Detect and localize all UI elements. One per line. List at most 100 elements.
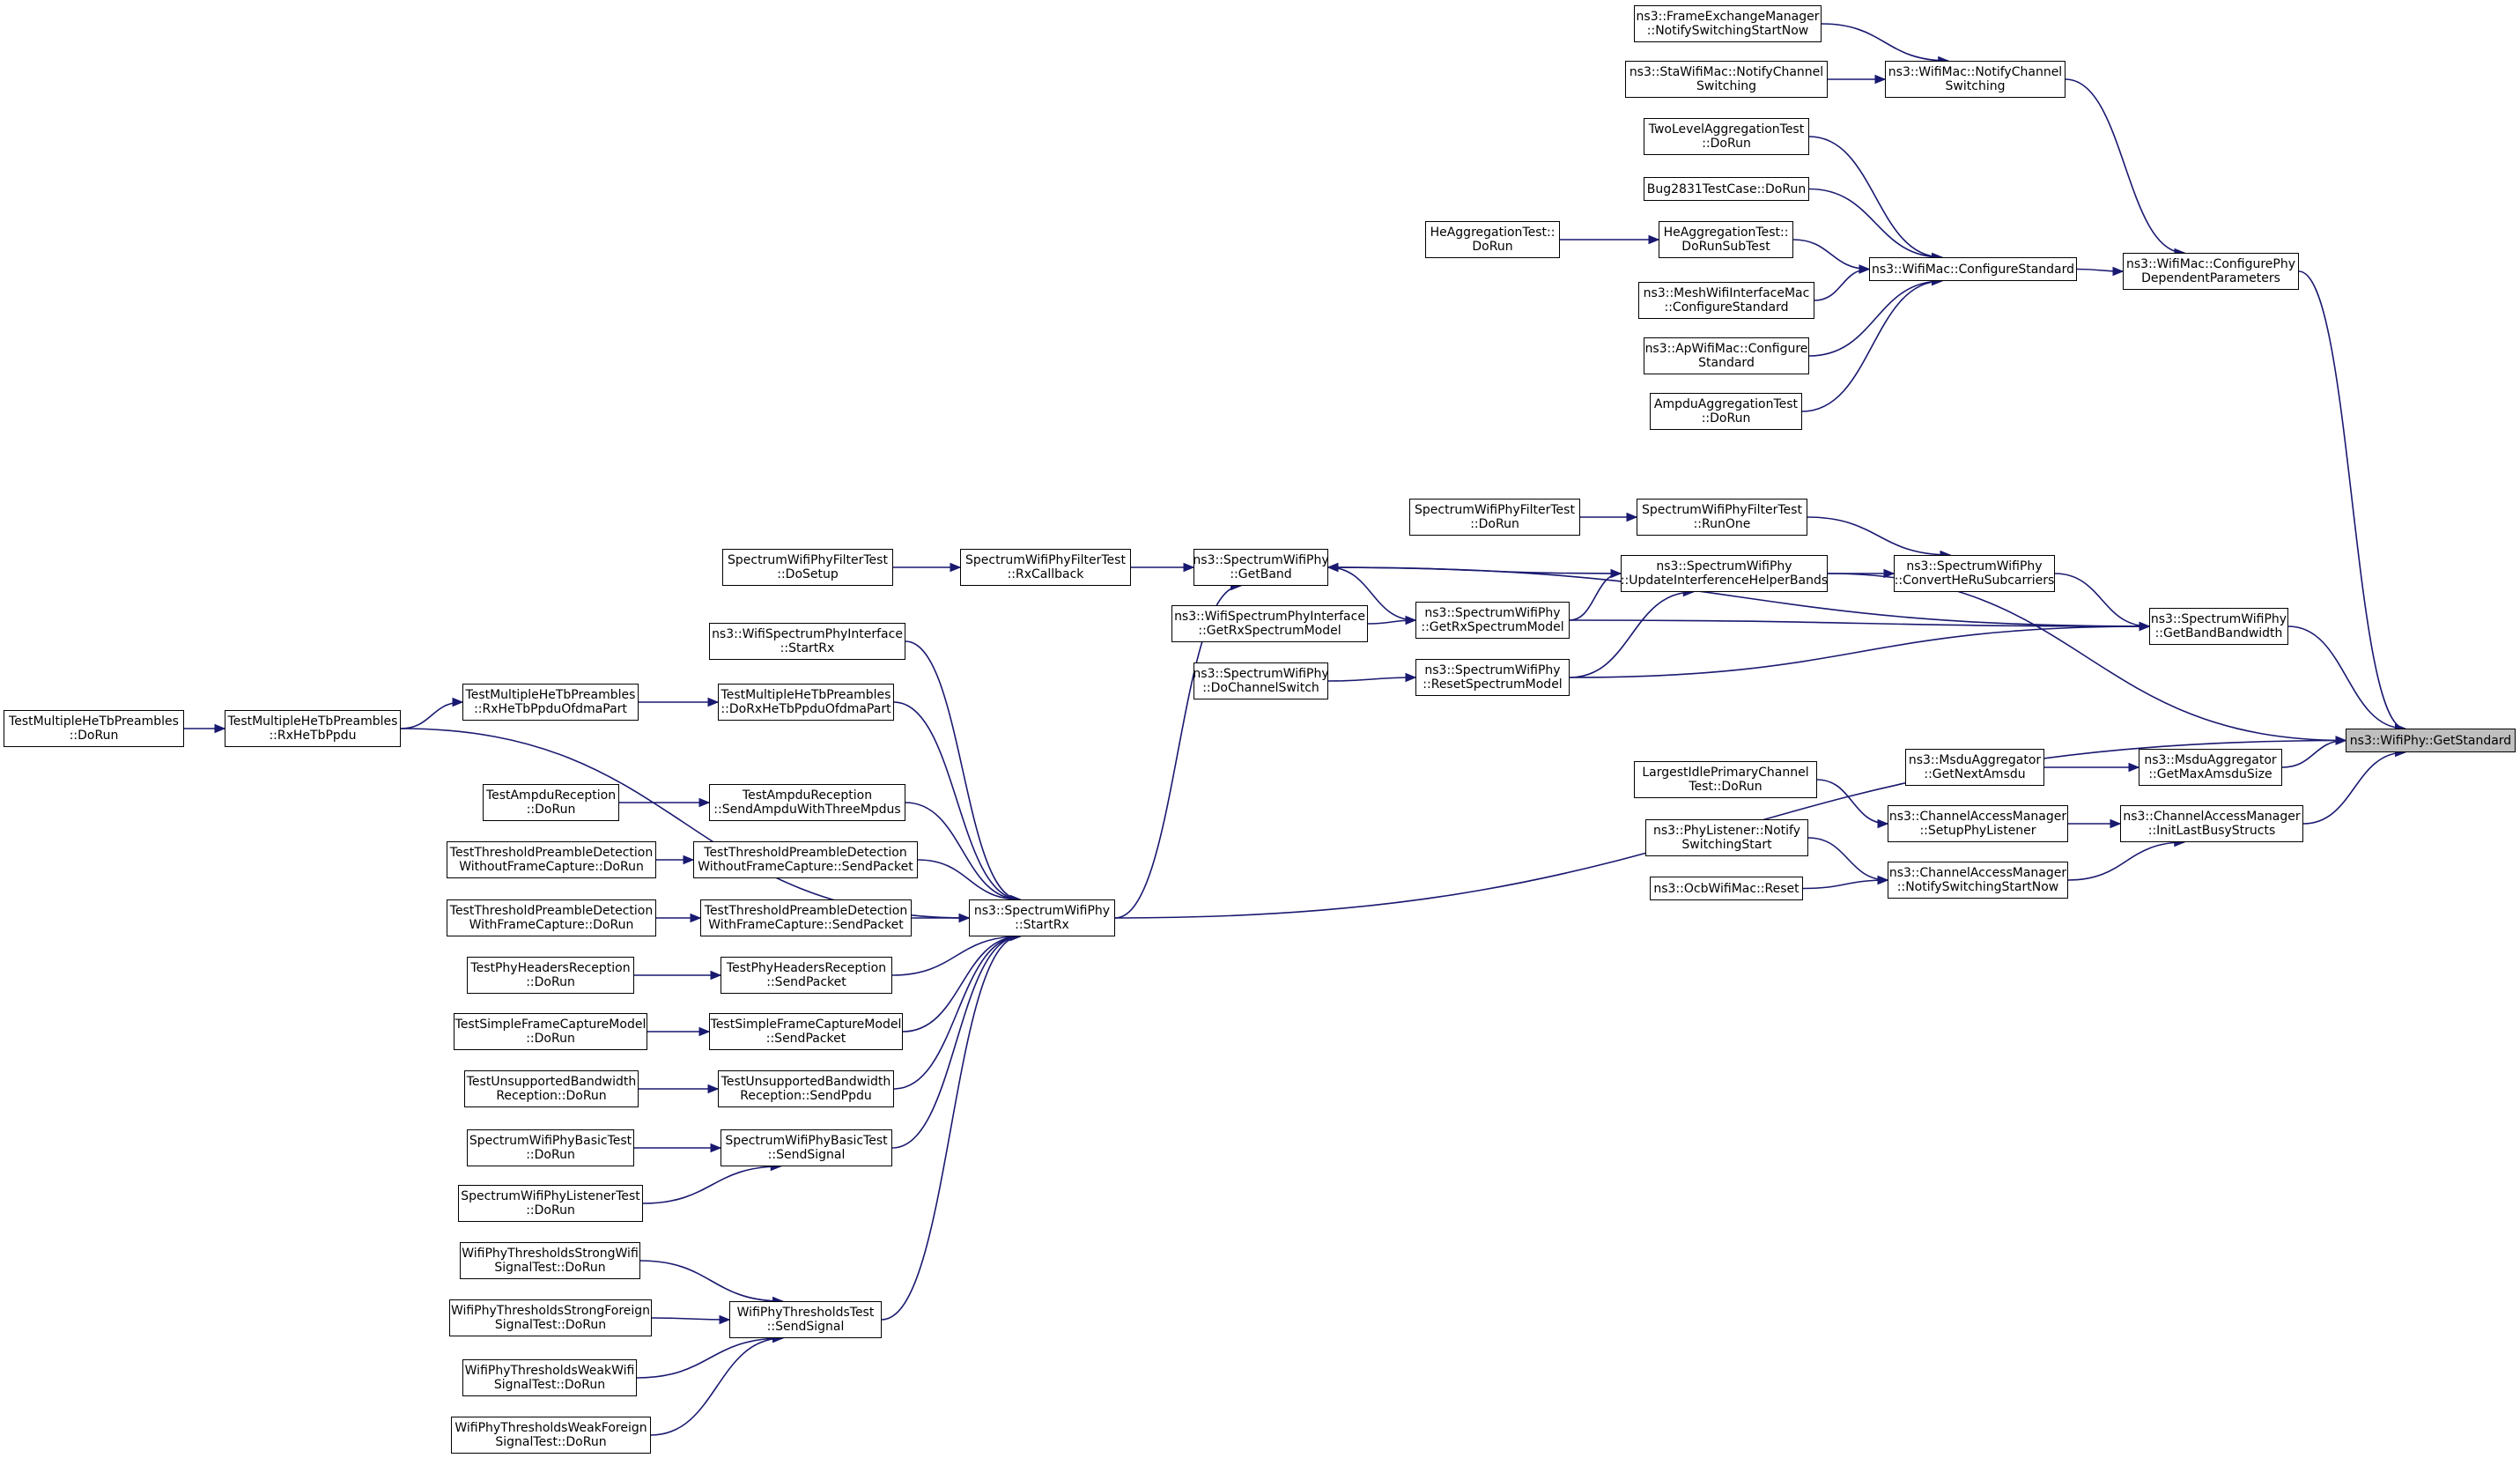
node-getrxspectrummodel[interactable]: ns3::SpectrumWifiPhy::GetRxSpectrumModel [1415, 602, 1570, 639]
node-phyheaderssend[interactable]: TestPhyHeadersReception::SendPacket [721, 957, 892, 994]
node-label-line: ::GetRxSpectrumModel [1421, 620, 1564, 634]
node-configurestandard[interactable]: ns3::WifiMac::ConfigureStandard [1869, 257, 2077, 281]
node-sendampdu[interactable]: TestAmpduReception::SendAmpduWithThreeMp… [709, 784, 905, 821]
node-filterrunone[interactable]: SpectrumWifiPhyFilterTest::RunOne [1637, 499, 1807, 536]
edge-arrowhead [1648, 234, 1660, 245]
node-label-line: ns3::StaWifiMac::NotifyChannel [1629, 65, 1824, 79]
node-label-line: ::ResetSpectrumModel [1423, 677, 1563, 692]
node-multihetbdorun[interactable]: TestMultipleHeTbPreambles::DoRun [4, 710, 184, 747]
edge-ampduagg-to-configurestandard [1801, 280, 1942, 412]
node-meshconfigure[interactable]: ns3::MeshWifiInterfaceMac::ConfigureStan… [1638, 282, 1814, 319]
node-label-line: ns3::WifiMac::ConfigurePhy [2126, 257, 2295, 271]
node-label-line: ::DoRun [69, 729, 119, 743]
node-label-line: ns3::PhyListener::Notify [1652, 824, 1800, 838]
edge-arrowhead [1883, 568, 1896, 579]
edge-twolevelagg-to-configurestandard [1808, 136, 1942, 258]
node-ampduagg[interactable]: AmpduAggregationTest::DoRun [1650, 393, 1802, 430]
edge-threshstrongforeign-to-threshsend [651, 1317, 730, 1321]
node-simplecapdorun[interactable]: TestSimpleFrameCaptureModel::DoRun [454, 1013, 647, 1050]
node-label-line: ns3::ChannelAccessManager [1888, 866, 2067, 880]
node-label-line: SpectrumWifiPhyFilterTest [1642, 503, 1802, 517]
node-heaggdorunsubtest[interactable]: HeAggregationTest::DoRunSubTest [1659, 221, 1793, 258]
node-threshsend[interactable]: WifiPhyThresholdsTest::SendSignal [729, 1301, 882, 1338]
node-label-line: SpectrumWifiPhyFilterTest [965, 553, 1126, 567]
node-label-line: TestSimpleFrameCaptureModel [454, 1018, 647, 1032]
node-ocbreset[interactable]: ns3::OcbWifiMac::Reset [1650, 877, 1803, 900]
node-label-line: ::GetRxSpectrumModel [1198, 624, 1341, 638]
edge-threshweakforeign-to-threshsend [650, 1337, 783, 1436]
node-basicsend[interactable]: SpectrumWifiPhyBasicTest::SendSignal [721, 1129, 892, 1166]
node-label-line: TestAmpduReception [742, 788, 873, 803]
node-filterdorun[interactable]: SpectrumWifiPhyFilterTest::DoRun [1409, 499, 1580, 536]
node-convertheru[interactable]: ns3::SpectrumWifiPhy::ConvertHeRuSubcarr… [1894, 555, 2055, 592]
node-getnextamsdu[interactable]: ns3::MsduAggregator::GetNextAmsdu [1905, 749, 2044, 786]
node-label-line: ns3::ApWifiMac::Configure [1644, 342, 1808, 356]
node-getband[interactable]: ns3::SpectrumWifiPhy::GetBand [1193, 549, 1329, 586]
node-label-line: LargestIdlePrimaryChannel [1642, 766, 1809, 780]
node-label-line: WifiPhyThresholdsWeakWifi [464, 1364, 635, 1378]
node-setupphylistener[interactable]: ns3::ChannelAccessManager::SetupPhyListe… [1888, 805, 2068, 842]
node-dochannelswitch[interactable]: ns3::SpectrumWifiPhy::DoChannelSwitch [1193, 662, 1329, 699]
node-ampdurecdorun[interactable]: TestAmpduReception::DoRun [483, 784, 619, 821]
edge-phylistenernotify-to-cam_notifyswitching [1807, 837, 1888, 881]
node-label-line: Reception::SendPpdu [740, 1089, 872, 1103]
node-label-line: WithFrameCapture::DoRun [469, 918, 634, 932]
node-label-line: ns3::ChannelAccessManager [2123, 810, 2301, 824]
node-label-line: TestThresholdPreambleDetection [449, 904, 654, 918]
node-filterrxcallback[interactable]: SpectrumWifiPhyFilterTest::RxCallback [960, 549, 1131, 586]
node-listenerdorun[interactable]: SpectrumWifiPhyListenerTest::DoRun [458, 1185, 643, 1222]
node-basicdorun[interactable]: SpectrumWifiPhyBasicTest::DoRun [467, 1129, 634, 1166]
node-label-line: ns3::MeshWifiInterfaceMac [1643, 286, 1810, 300]
edge-simplecapsend-to-startrx [902, 936, 1021, 1032]
edge-dochannelswitch-to-resetspectrummodel [1327, 677, 1416, 682]
node-initlastbusystructs[interactable]: ns3::ChannelAccessManager::InitLastBusyS… [2120, 805, 2303, 842]
node-getbandbandwidth[interactable]: ns3::SpectrumWifiPhy::GetBandBandwidth [2149, 608, 2288, 645]
node-label-line: ::SendSignal [766, 1320, 845, 1334]
node-phyheadersdorun[interactable]: TestPhyHeadersReception::DoRun [467, 957, 634, 994]
node-label-line: SpectrumWifiPhyBasicTest [469, 1134, 632, 1148]
node-updateinterference[interactable]: ns3::SpectrumWifiPhy::UpdateInterference… [1621, 555, 1828, 592]
node-simplecapsend[interactable]: TestSimpleFrameCaptureModel::SendPacket [709, 1013, 903, 1050]
node-label-line: WifiPhyThresholdsStrongForeign [450, 1304, 651, 1318]
node-label-line: TestMultipleHeTbPreambles [9, 714, 179, 729]
node-label-line: ::SendPacket [765, 1032, 846, 1046]
node-filterdosetup[interactable]: SpectrumWifiPhyFilterTest::DoSetup [722, 549, 893, 586]
node-getstandard[interactable]: ns3::WifiPhy::GetStandard [2346, 729, 2516, 752]
node-label-line: ns3::SpectrumWifiPhy [973, 904, 1111, 918]
node-heaggdorun[interactable]: HeAggregationTest::DoRun [1425, 221, 1560, 258]
node-rxhetbppduofdma[interactable]: TestMultipleHeTbPreambles::RxHeTbPpduOfd… [462, 684, 639, 721]
node-label-line: ::ConfigureStandard [1664, 300, 1789, 315]
node-ifacegetrxspectrummodel[interactable]: ns3::WifiSpectrumPhyInterface::GetRxSpec… [1171, 605, 1368, 642]
node-label-line: ::DoRun [526, 1203, 575, 1217]
node-label-line: ::UpdateInterferenceHelperBands [1620, 574, 1829, 588]
node-bug2831[interactable]: Bug2831TestCase::DoRun [1644, 177, 1809, 201]
node-startrx[interactable]: ns3::SpectrumWifiPhy::StartRx [969, 899, 1115, 936]
edge-arrowhead [698, 797, 711, 808]
node-cam-notifyswitching[interactable]: ns3::ChannelAccessManager::NotifySwitchi… [1888, 862, 2068, 899]
node-ifacestartrx[interactable]: ns3::WifiSpectrumPhyInterface::StartRx [709, 623, 905, 660]
node-dorxhetbppdu[interactable]: TestMultipleHeTbPreambles::DoRxHeTbPpduO… [718, 684, 894, 721]
edge-arrowhead [452, 697, 464, 707]
node-fem-notifyswitching[interactable]: ns3::FrameExchangeManager::NotifySwitchi… [1634, 5, 1822, 42]
node-rxhetbppdu[interactable]: TestMultipleHeTbPreambles::RxHeTbPpdu [225, 710, 401, 747]
node-resetspectrummodel[interactable]: ns3::SpectrumWifiPhy::ResetSpectrumModel [1415, 659, 1570, 696]
node-twolevelagg[interactable]: TwoLevelAggregationTest::DoRun [1644, 118, 1809, 155]
node-getmaxamsdusize[interactable]: ns3::MsduAggregator::GetMaxAmsduSize [2139, 749, 2282, 786]
node-label-line: ::SendAmpduWithThreeMpdus [713, 803, 901, 817]
